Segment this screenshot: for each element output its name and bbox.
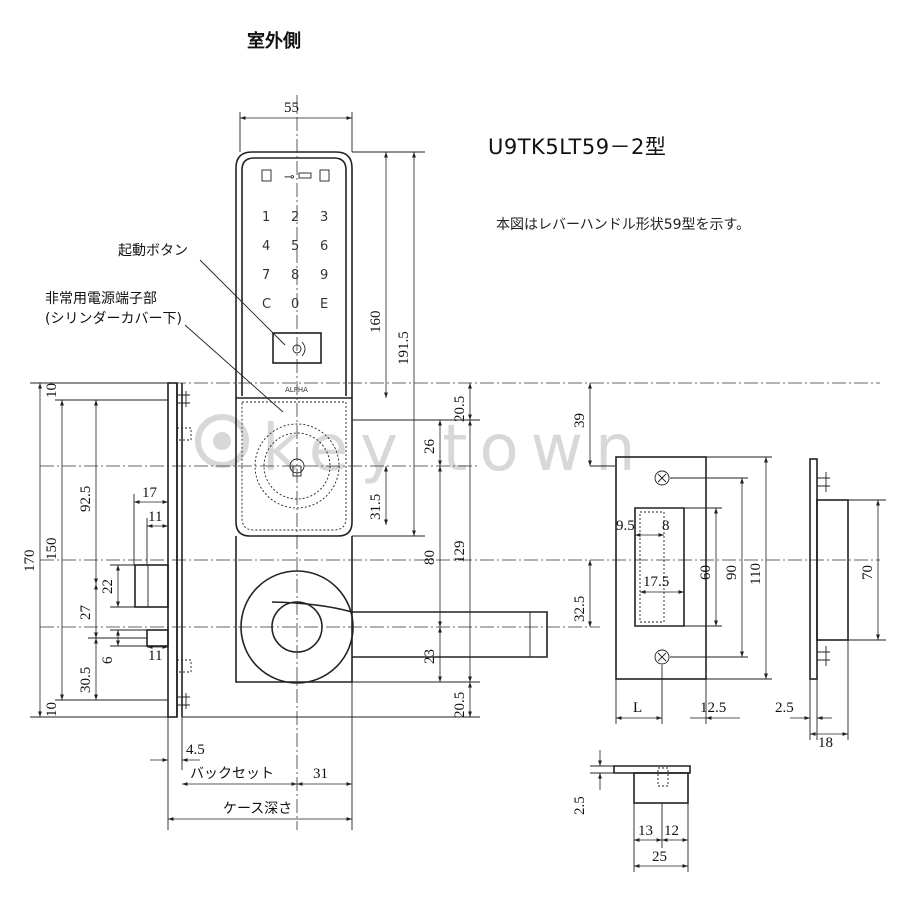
strike-plate-view: 9.5 8 17.5 60 90 110 L 12.5 [615,456,772,724]
backset-label: バックセット [190,766,274,782]
dim-32-5: 32.5 [572,596,588,622]
keypad-keys: 1 2 3 4 5 6 7 8 9 C 0 E [262,210,328,312]
box-body [633,772,689,804]
dim-31-5: 31.5 [368,494,384,520]
key-0: 0 [291,297,299,312]
lock-body-front-view: ⊸ 1 2 3 4 5 6 7 8 9 C 0 E ALPHA [40,95,880,830]
dim-25: 25 [652,849,667,865]
dim-height-191-5: 191.5 [396,331,412,365]
key-6: 6 [320,239,328,254]
view-title: 室外側 [247,30,301,52]
key-7: 7 [262,268,270,283]
dim-9-5: 9.5 [616,518,635,534]
dim-70: 70 [860,565,876,580]
dim-4-5: 4.5 [186,742,205,758]
dim-12: 12 [664,823,679,839]
dim-23: 23 [422,649,438,664]
strike-plate [615,456,707,680]
lock-case-side-view [134,382,192,718]
figure-note: 本図はレバーハンドル形状59型を示す。 [496,217,750,233]
dim-11-bottom: 11 [148,648,162,664]
key-icon: ⊸ [284,170,295,185]
brand-mark: ALPHA [285,386,308,394]
unlock-icon [319,169,330,182]
dim-11-top: 11 [148,509,162,525]
dim-18: 18 [818,735,833,751]
dim-12-5: 12.5 [700,700,726,716]
dim-30-5: 30.5 [78,667,94,693]
dim-L: L [633,700,642,716]
watermark-text: key town [262,412,648,486]
strike-box-top-view: 2.5 13 12 25 [572,750,691,872]
left-dimensions: 170 150 10 10 92.5 17 11 22 27 6 11 [22,382,168,718]
dim-10-top: 10 [44,383,60,398]
strike-screw-bottom [654,649,670,665]
key-1: 1 [262,210,270,225]
strike-side-view: 70 2.5 18 [775,458,886,751]
faceplate [167,382,178,718]
battery-icon [298,172,312,179]
dim-129: 129 [452,541,468,564]
key-e: E [320,297,328,312]
power-terminal-label-2: (シリンダーカバー下) [45,311,182,327]
dim-27: 27 [78,605,94,621]
key-2: 2 [291,210,299,225]
dim-110: 110 [748,563,764,585]
strike-side-plate [809,458,818,680]
lever-handle [271,601,548,658]
dim-6: 6 [100,656,116,664]
watermark: key town [195,412,648,486]
dim-60: 60 [698,565,714,580]
dim-20-5-bottom: 20.5 [452,692,468,718]
start-button-label: 起動ボタン [118,243,188,259]
dim-height-160: 160 [368,311,384,334]
backplate-lower [235,536,353,683]
strike-opening [634,507,685,627]
dim-17: 17 [142,485,158,501]
dim-80: 80 [422,550,438,565]
dim-8: 8 [662,518,670,534]
model-name: U9TK5LT59－2型 [488,135,666,159]
latch-bolt [134,564,169,608]
dim-39: 39 [572,413,588,428]
strike-box-side [816,499,849,641]
dim-side-2-5: 2.5 [775,700,794,716]
dim-17-5: 17.5 [643,574,669,590]
dim-box-2-5: 2.5 [572,796,588,815]
keypad-housing [235,151,353,398]
dim-22: 22 [100,579,116,594]
dim-90: 90 [724,565,740,580]
dim-31: 31 [313,766,328,782]
dim-92-5: 92.5 [78,486,94,512]
lock-icon [261,169,272,182]
power-terminal-label-1: 非常用電源端子部 [45,291,157,307]
main-dimensions: 55 160 191.5 20.5 26 31.5 80 129 23 20.5 [182,100,615,718]
key-8: 8 [291,268,299,283]
key-c: C [262,297,271,312]
dim-170: 170 [22,550,38,573]
cylinder-cover [235,397,353,537]
callouts: 起動ボタン 非常用電源端子部 (シリンダーカバー下) [45,243,286,413]
dim-13: 13 [638,823,653,839]
key-4: 4 [262,239,270,254]
key-9: 9 [320,268,328,283]
keypad-panel [241,157,347,396]
dim-width-55: 55 [284,100,299,116]
dim-26: 26 [422,439,438,455]
strike-screw-top [654,470,670,486]
dead-bolt [146,629,169,647]
box-flange [613,765,691,774]
dim-150: 150 [44,538,60,561]
dim-10-bottom: 10 [44,702,60,717]
dim-20-5-top: 20.5 [452,396,468,422]
case-depth-label: ケース深さ [223,801,292,817]
key-5: 5 [291,239,299,254]
bottom-dimensions: 4.5 バックセット 31 ケース深さ [150,682,353,830]
key-3: 3 [320,210,328,225]
